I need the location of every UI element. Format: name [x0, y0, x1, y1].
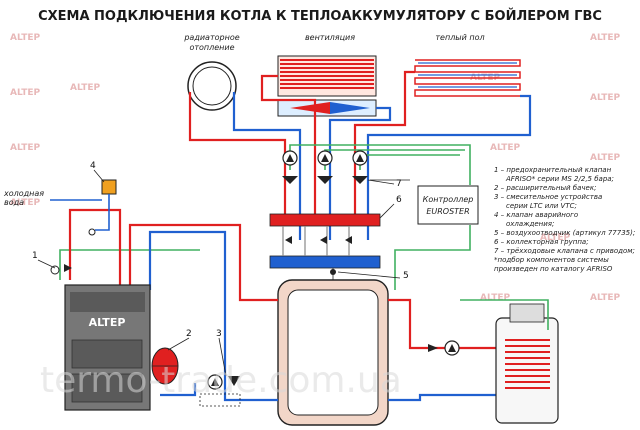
legend-line: 2 – расширительный бачек;: [494, 184, 596, 192]
floor-label: теплый пол: [435, 33, 484, 42]
underfloor-coil: [414, 59, 521, 97]
legend-line: 5 – воздухоотводчик (артикул 77735);: [494, 229, 635, 237]
emergency-cooling-valve: [50, 179, 117, 236]
watermark: ALTEP: [10, 143, 40, 153]
watermark: ALTEP: [540, 233, 570, 243]
boiler-return-pipe: [148, 230, 278, 402]
legend-line: *подбор компонентов системы: [494, 256, 609, 264]
legend: 1 – предохранительный клапан AFRISO* сер…: [494, 166, 635, 273]
watermark: ALTEP: [10, 88, 40, 98]
callout-number: 5: [403, 271, 409, 281]
legend-line: охлаждения;: [506, 220, 554, 228]
callout-number: 2: [186, 329, 192, 339]
dhw-return-pipe: [388, 393, 505, 402]
pump-group: [282, 150, 368, 166]
cold-water-label: холодная: [3, 189, 44, 198]
control-wire: [324, 149, 465, 170]
callouts: 1 2 3 4 5 6 7: [32, 161, 409, 377]
legend-line: 7 – трёхходовые клапана с приводом;: [494, 247, 635, 255]
watermark: ALTEP: [590, 93, 620, 103]
boiler-brand: ALTEP: [89, 316, 126, 329]
watermark: ALTEP: [590, 293, 620, 303]
radiator-supply-pipe: [188, 92, 287, 215]
dhw-boiler: [460, 299, 559, 424]
callout-number: 3: [216, 329, 222, 339]
expansion-tank: [151, 347, 179, 385]
watermark: ALTEP: [590, 33, 620, 43]
callout-number: 6: [396, 195, 402, 205]
watermark: ALTEP: [70, 83, 100, 93]
air-vent-icon: [330, 269, 336, 275]
brand-watermarks: ALTEP ALTEP ALTEP ALTEP ALTEP ALTEP ALTE…: [10, 33, 620, 303]
manometer-icon: [50, 265, 60, 275]
expansion-line: [160, 383, 197, 397]
watermark: ALTEP: [590, 153, 620, 163]
boiler-supply-pipe: [128, 223, 278, 302]
watermark: ALTEP: [10, 198, 40, 208]
radiator-label: радиаторное: [183, 33, 239, 42]
dhw-pump: [428, 340, 460, 356]
heat-accumulator: [277, 268, 389, 426]
legend-line: AFRISO* серии MS 2/2,5 бара;: [505, 175, 614, 183]
solid-fuel-boiler: ALTEP: [64, 284, 151, 411]
collector-group: [269, 213, 381, 269]
callout-number: 7: [396, 179, 402, 189]
safety-valve: [50, 264, 72, 275]
controller-model: EUROSTER: [426, 207, 469, 216]
callout-number: 1: [32, 251, 38, 261]
radiator-unit: [187, 61, 237, 111]
diagram-title: СХЕМА ПОДКЛЮЧЕНИЯ КОТЛА К ТЕПЛОАККУМУЛЯТ…: [38, 8, 602, 24]
control-wire: [289, 144, 471, 185]
three-way-valves: [282, 176, 410, 184]
safety-line: [68, 208, 122, 285]
watermark: ALTEP: [480, 293, 510, 303]
legend-line: произведен по каталогу AFRISO: [494, 265, 613, 273]
dhw-supply-pipe: [388, 298, 505, 350]
vent-supply-pipe: [260, 74, 317, 215]
floor-return-pipe: [366, 94, 532, 240]
controller-label: Контроллер: [423, 195, 474, 204]
legend-line: 1 – предохранительный клапан: [494, 166, 612, 174]
legend-line: 4 – клапан аварийного: [494, 211, 578, 219]
radiator-return-pipe: [232, 92, 302, 240]
control-wire: [394, 225, 471, 290]
watermark: ALTEP: [490, 143, 520, 153]
control-wire: [59, 249, 200, 280]
ventilation-unit: [277, 55, 377, 117]
legend-line: 3 – смесительное устройства: [494, 193, 602, 201]
legend-line: серии LTC или VTC;: [506, 202, 577, 210]
legend-line: 6 – коллекторная группа;: [494, 238, 589, 246]
control-wire: [359, 154, 460, 170]
ventilation-label: вентиляция: [305, 33, 355, 42]
site-watermark: termo-trade.com.ua: [40, 360, 402, 401]
controller-box: Контроллер EUROSTER: [417, 185, 479, 225]
watermark: ALTEP: [10, 33, 40, 43]
callout-number: 4: [90, 161, 96, 171]
mixing-device: [199, 374, 241, 407]
cold-water-label-2: вода: [4, 198, 24, 207]
radiator-label-2: отопление: [189, 43, 234, 52]
